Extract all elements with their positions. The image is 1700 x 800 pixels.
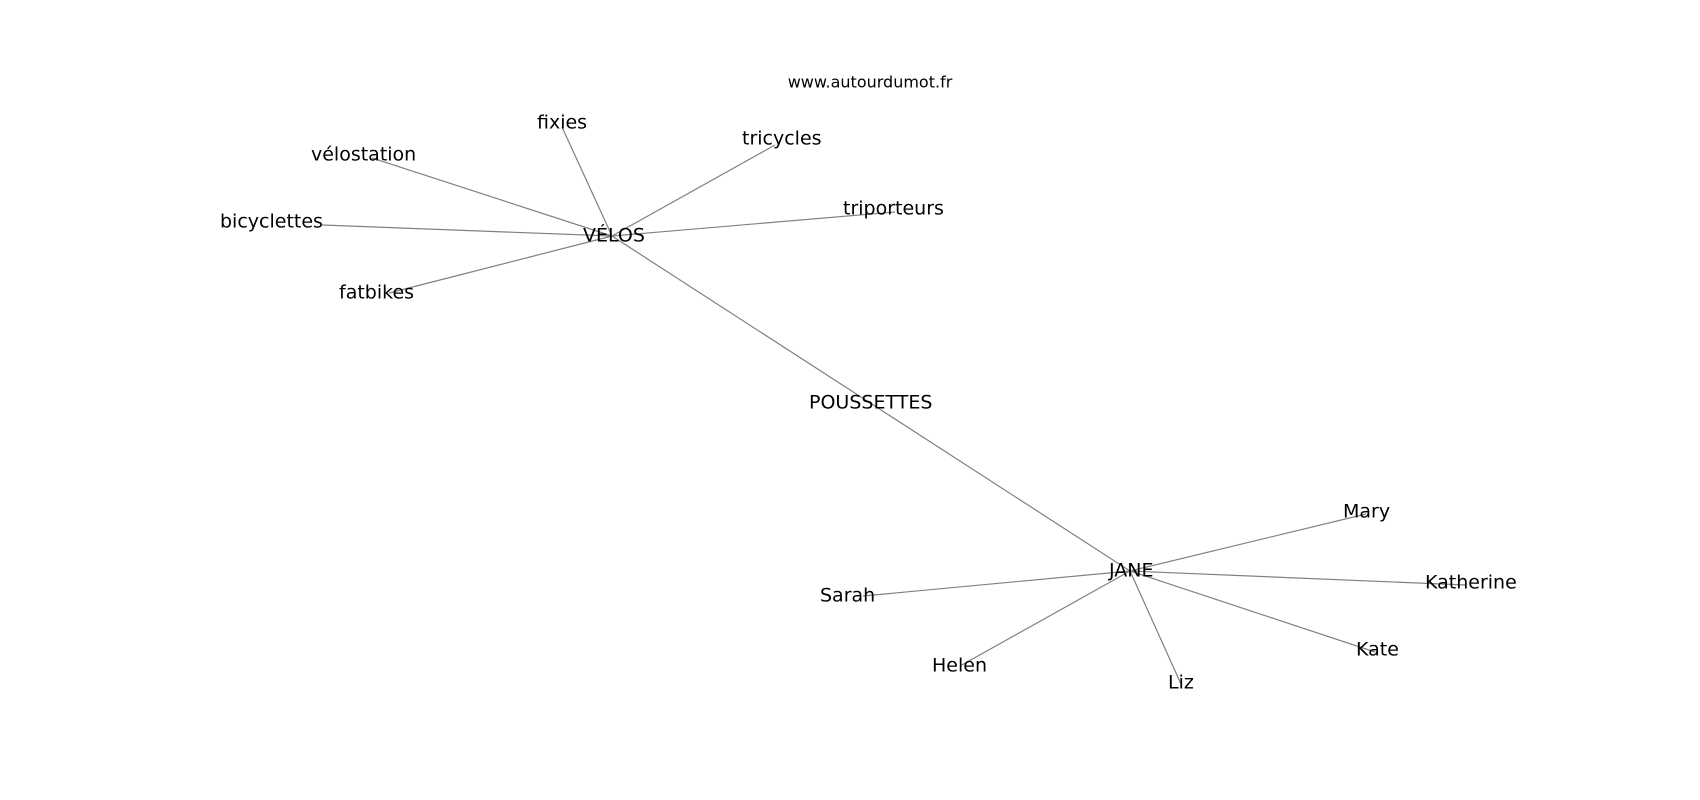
edge-velos-tricycles bbox=[611, 144, 776, 237]
edge-jane-katherine bbox=[1129, 570, 1466, 586]
edge-jane-sarah bbox=[862, 570, 1131, 597]
edge-velos-bicyclettes bbox=[321, 224, 613, 237]
node-velostation[interactable]: vélostation bbox=[311, 144, 416, 166]
node-poussettes[interactable]: POUSSETTES bbox=[809, 392, 932, 414]
node-fatbikes[interactable]: fatbikes bbox=[339, 282, 414, 304]
node-triporteurs[interactable]: triporteurs bbox=[843, 198, 944, 220]
node-liz[interactable]: Liz bbox=[1168, 672, 1194, 694]
node-tricycles[interactable]: tricycles bbox=[742, 128, 822, 150]
edge-jane-helen bbox=[959, 570, 1131, 667]
node-helen[interactable]: Helen bbox=[932, 655, 987, 677]
node-bicyclettes[interactable]: bicyclettes bbox=[220, 211, 323, 233]
node-velos[interactable]: VÉLOS bbox=[583, 224, 645, 247]
edge-velos-velostation bbox=[371, 157, 613, 237]
graph-nodes: VÉLOS POUSSETTES JANE fixies vélostation… bbox=[220, 112, 1517, 694]
edge-jane-liz bbox=[1129, 570, 1182, 685]
edge-velos-triporteurs bbox=[611, 211, 896, 237]
graph-edges bbox=[321, 126, 1466, 685]
node-kate[interactable]: Kate bbox=[1356, 639, 1399, 661]
node-jane[interactable]: JANE bbox=[1108, 560, 1154, 582]
node-fixies[interactable]: fixies bbox=[537, 112, 587, 134]
edge-velos-jane bbox=[611, 235, 1131, 572]
node-mary[interactable]: Mary bbox=[1343, 501, 1390, 523]
edge-jane-mary bbox=[1129, 513, 1367, 572]
node-sarah[interactable]: Sarah bbox=[820, 585, 875, 607]
edge-jane-kate bbox=[1129, 570, 1376, 653]
edge-velos-fixies bbox=[561, 126, 613, 237]
site-watermark: www.autourdumot.fr bbox=[788, 73, 953, 92]
edge-velos-fatbikes bbox=[388, 235, 613, 294]
node-katherine[interactable]: Katherine bbox=[1425, 572, 1517, 594]
